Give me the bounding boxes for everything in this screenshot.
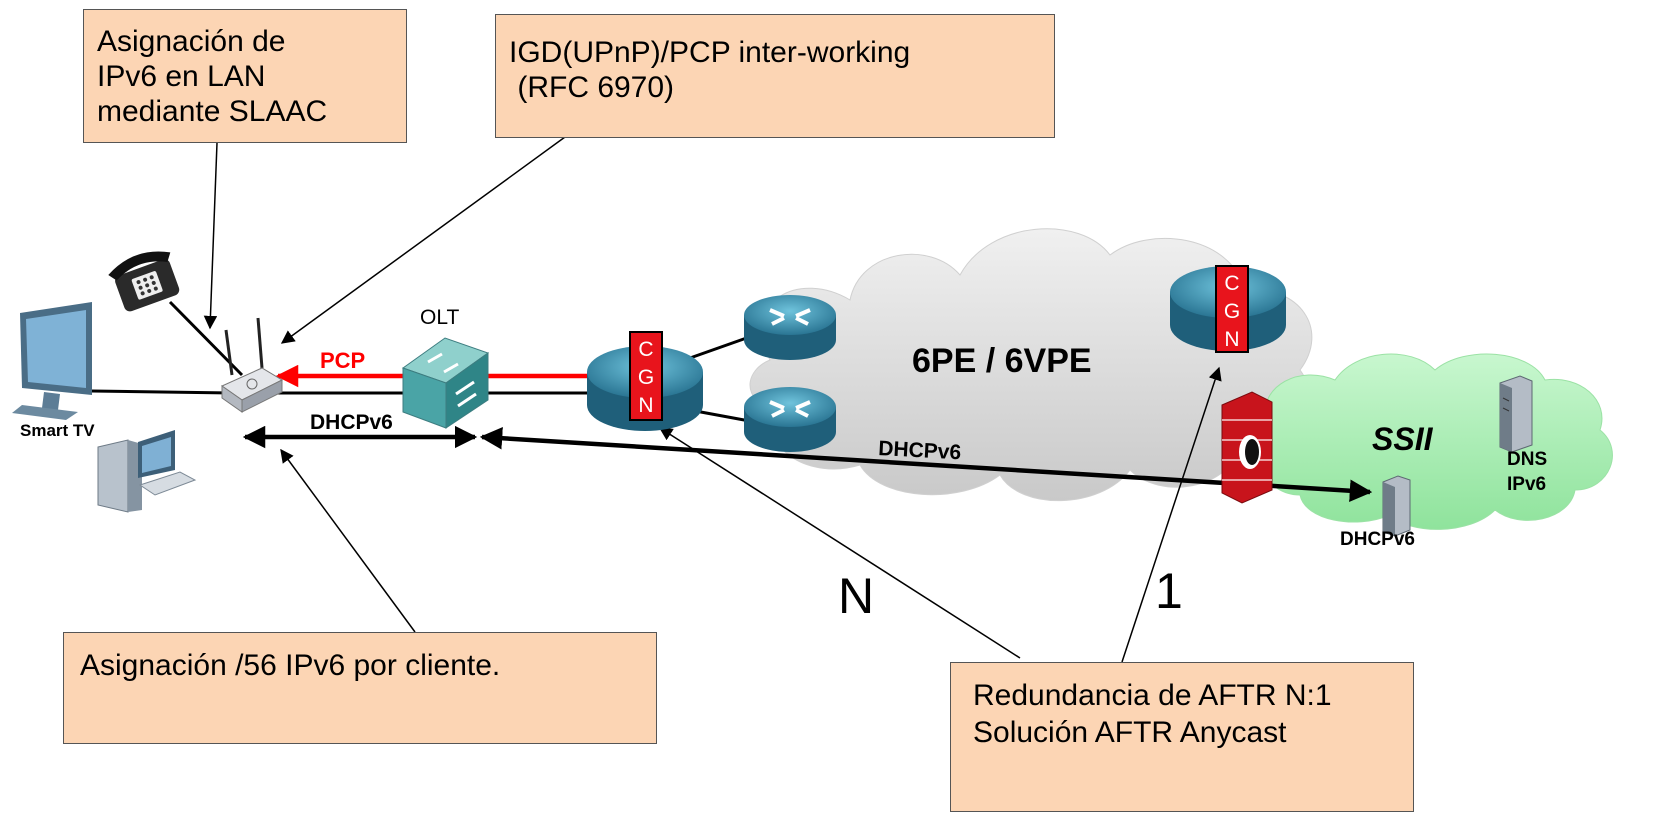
pcp-label: PCP [320,348,365,373]
router-icon [744,295,836,360]
callout-pointers [203,136,1222,663]
callout-line: IGD(UPnP)/PCP inter-working [509,36,911,69]
callout-line: (RFC 6970) [509,71,675,104]
ssii-label: SSII [1372,421,1434,457]
prefix-callout: Asignación /56 IPv6 por cliente. [63,632,657,744]
svg-text:C: C [1224,272,1239,295]
slaac-callout: Asignación de IPv6 en LAN mediante SLAAC [83,9,407,143]
callout-line: Solución AFTR Anycast [973,716,1287,749]
wifi-router-icon [220,317,284,413]
svg-text:G: G [1224,300,1240,323]
svg-text:G: G [638,366,654,389]
dhcp-server-label: DHCPv6 [1340,529,1415,550]
callout-line: Asignación de [97,25,286,58]
callout-line: mediante SLAAC [97,95,328,128]
dns-label: DNS [1507,449,1547,470]
ssii-cloud [1256,353,1613,530]
svg-text:N: N [638,394,653,417]
redundancy-callout: Redundancia de AFTR N:1 Solución AFTR An… [950,662,1414,812]
monitor-icon [12,302,92,420]
firewall-icon [1221,391,1273,504]
svg-text:N: N [1224,328,1239,351]
callout-line: Redundancia de AFTR N:1 [973,679,1332,712]
server-icon [1499,375,1533,453]
server-icon [1382,475,1411,537]
olt-switch-icon [401,337,490,429]
router-icon [744,387,836,452]
cgn-badge: C G N [1215,265,1249,353]
callout-line: IPv6 en LAN [97,60,266,93]
cloud-label: 6PE / 6VPE [912,342,1092,380]
svg-text:C: C [638,338,653,361]
dns-ipv6-label: IPv6 [1507,474,1546,495]
cgn-badge: C G N [629,331,663,421]
telephone-icon [108,251,180,312]
olt-label: OLT [420,306,459,329]
desktop-pc-icon [97,430,197,513]
dhcp-mid-label: DHCPv6 [878,437,962,464]
n-label: N [838,568,874,624]
callout-line: Asignación /56 IPv6 por cliente. [80,649,501,682]
one-label: 1 [1155,563,1183,619]
igd-callout: IGD(UPnP)/PCP inter-working (RFC 6970) [495,14,1055,138]
dhcp-left-label: DHCPv6 [310,411,393,434]
smart-tv-label: Smart TV [20,421,95,440]
